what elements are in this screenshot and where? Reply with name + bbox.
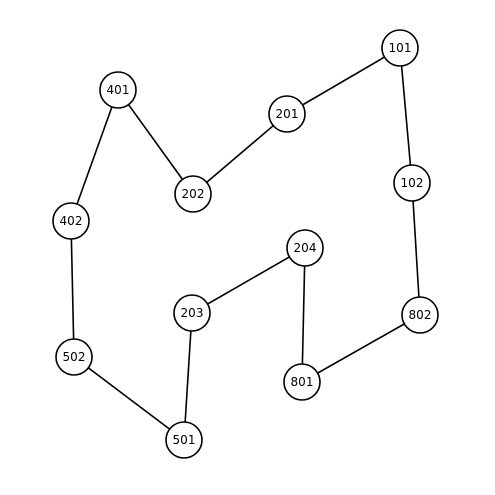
node-circle [286,229,324,267]
edge-layer [70,47,421,441]
node-402: 402 [52,202,90,240]
node-layer: 101 102 201 202 203 204 401 402 501 502 801 802 [52,29,439,459]
node-circle [393,164,431,202]
edge-202-401 [117,89,194,195]
node-circle [381,29,419,67]
node-label: 202 [182,187,205,201]
node-101: 101 [381,29,419,67]
node-801: 801 [283,363,321,401]
node-circle [173,294,211,332]
node-label: 502 [63,350,86,364]
edge-101-102 [399,47,413,184]
node-201: 201 [268,95,306,133]
edge-201-202 [192,113,288,195]
node-204: 204 [286,229,324,267]
edge-402-502 [70,220,75,358]
node-label: 401 [107,83,130,97]
edge-401-402 [70,89,119,222]
node-circle [174,175,212,213]
edge-802-102 [411,182,421,316]
node-label: 802 [409,308,432,322]
node-circle [283,363,321,401]
node-502: 502 [55,338,93,376]
node-label: 203 [181,306,204,320]
edge-203-204 [191,247,306,314]
node-label: 402 [60,214,83,228]
node-label: 204 [294,241,317,255]
node-circle [268,95,306,133]
edge-101-201 [286,47,401,115]
node-label: 102 [401,176,424,190]
node-circle [401,296,439,334]
node-label: 101 [389,41,412,55]
edge-801-802 [301,314,421,383]
node-label: 201 [276,107,299,121]
edge-502-501 [73,356,185,441]
node-202: 202 [174,175,212,213]
node-circle [165,421,203,459]
node-802: 802 [401,296,439,334]
node-501: 501 [165,421,203,459]
node-401: 401 [99,71,137,109]
node-circle [99,71,137,109]
edge-501-203 [183,312,193,441]
node-102: 102 [393,164,431,202]
edge-204-801 [301,247,306,383]
node-label: 501 [173,433,196,447]
node-label: 801 [291,375,314,389]
node-203: 203 [173,294,211,332]
node-circle [55,338,93,376]
node-circle [52,202,90,240]
